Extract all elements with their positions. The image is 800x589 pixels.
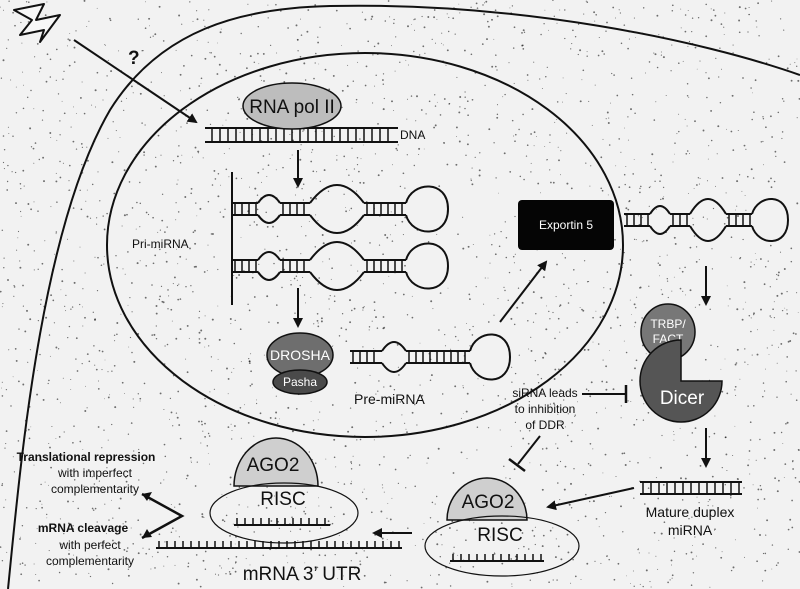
outcome-arrow-down-head (142, 529, 152, 538)
mrna-cleavage-line-1: with perfect (58, 538, 121, 552)
mrna-utr-label: mRNA 3’ UTR (243, 564, 362, 585)
loading-arrow (546, 487, 635, 511)
dicer-label: Dicer (660, 388, 705, 409)
sirna-label-line-1: siRNA leads (512, 386, 577, 400)
question-mark: ? (128, 48, 140, 69)
risc-right-guide-strand (450, 554, 544, 562)
mature-label-line-1: Mature duplex (646, 504, 735, 520)
export-arrow (499, 260, 548, 323)
drosha-label: DROSHA (270, 347, 331, 363)
outcome-arrow-up-head (142, 492, 152, 501)
ago2-left-blob (233, 437, 319, 487)
translational-repression-line-1: with imperfect (57, 466, 133, 480)
sirna-label-line-2: to inhibition (515, 402, 576, 416)
outcome-chevron (141, 492, 185, 540)
translational-repression-title: Translational repression (17, 450, 156, 464)
nucleus-membrane (106, 52, 624, 438)
ago2-right-blob (446, 477, 528, 521)
mature-duplex-mirna (640, 481, 742, 495)
mrna-cleavage-line-2: complementarity (46, 554, 134, 568)
pre-mirna-label: Pre-miRNA (354, 391, 425, 407)
cell-membrane (7, 4, 800, 589)
sirna-inhibit-line-ago (517, 435, 541, 465)
risc-left-ellipse (209, 482, 359, 544)
rna-pol-ii-label: RNA pol II (249, 97, 335, 118)
rna-pol-ii-blob (242, 82, 342, 130)
risc-left-label: RISC (260, 489, 305, 510)
pre-mirna-hairpin (350, 333, 512, 381)
pri-mirna-label: Pri-miRNA (132, 237, 189, 251)
risc-right-ellipse (424, 515, 580, 577)
risc-right-label: RISC (477, 525, 522, 546)
sirna-label-line-3: of DDR (525, 418, 565, 432)
ago2-left-label: AGO2 (247, 455, 300, 476)
stress-arrow (73, 39, 198, 124)
risc-left-guide-strand (234, 518, 330, 526)
mrna-cleavage-title: mRNA cleavage (38, 521, 129, 535)
pasha-blob (272, 369, 328, 395)
exportin-5-label: Exportin 5 (539, 218, 593, 232)
exportin-5-box (518, 200, 614, 250)
dicer-blob (639, 339, 723, 423)
pasha-label: Pasha (283, 375, 317, 389)
sirna-inhibit-bar-ago (508, 458, 526, 472)
lightning-bolt-icon (13, 3, 61, 43)
mature-label-line-2: miRNA (668, 522, 713, 538)
dna-label: DNA (400, 128, 425, 142)
pri-mirna-hairpin-2 (232, 241, 450, 291)
ago2-right-label: AGO2 (462, 492, 515, 513)
translational-repression-line-2: complementarity (51, 482, 139, 496)
trbp-label: TRBP/ (650, 317, 686, 331)
pri-mirna-hairpin-1 (232, 184, 450, 234)
cytoplasmic-pre-mirna (624, 198, 790, 242)
mrna-3-utr-strand (156, 541, 402, 549)
